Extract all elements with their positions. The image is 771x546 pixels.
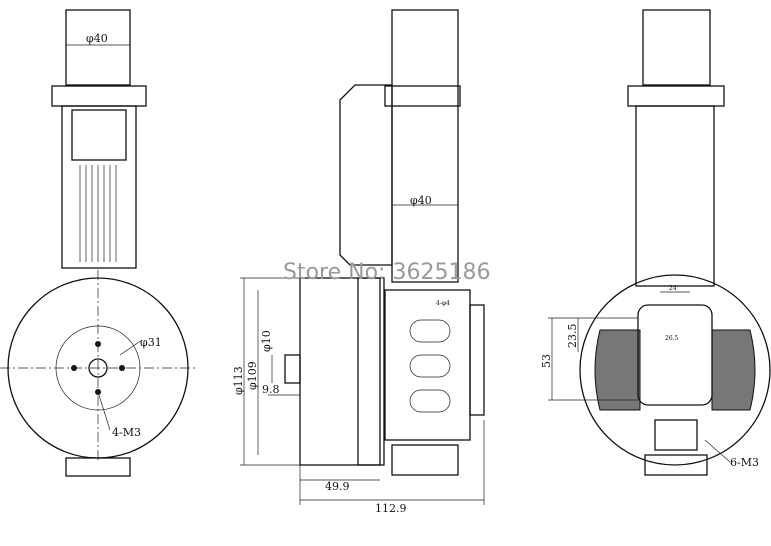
motor-body-side	[299, 277, 381, 466]
mount-plate	[637, 304, 713, 406]
dim-tube-diameter-left: φ40	[86, 32, 108, 45]
connector	[65, 457, 131, 477]
front-view	[0, 9, 196, 477]
side-view	[240, 9, 485, 505]
dim-total-width: 112.9	[375, 502, 407, 515]
dim-holes-rear: 6-M3	[730, 456, 759, 469]
dim-small-top: 24	[669, 285, 677, 292]
dim-shaft-diameter: φ10	[260, 330, 273, 352]
dim-shaft-length: 9.8	[262, 383, 280, 396]
dim-offset: 23.5	[566, 324, 579, 349]
dim-height: 53	[540, 354, 553, 368]
rear-view	[548, 9, 771, 476]
dim-small-center: 26.5	[665, 335, 679, 342]
dim-hub-diameter: φ31	[140, 336, 162, 349]
watermark: Store No: 3625186	[283, 260, 490, 285]
dim-mount-holes: 4-φ4	[436, 300, 450, 307]
esc-housing	[61, 105, 137, 269]
dim-rotor-diameter: φ109	[246, 361, 259, 390]
rear-motor-outline	[579, 274, 771, 466]
dim-motor-width: 49.9	[325, 480, 350, 493]
arm-tube-rear	[642, 9, 711, 86]
esc-housing-side	[339, 84, 393, 266]
dim-tube-diameter-side: φ40	[410, 194, 432, 207]
mount-box	[384, 289, 471, 441]
dim-holes-left: 4-M3	[112, 426, 141, 439]
arm-clamp	[51, 85, 147, 107]
arm-tube-side	[391, 9, 459, 283]
esc-housing-rear	[635, 105, 715, 287]
arm-tube	[65, 9, 131, 86]
dim-outer-diameter: φ113	[232, 366, 245, 395]
